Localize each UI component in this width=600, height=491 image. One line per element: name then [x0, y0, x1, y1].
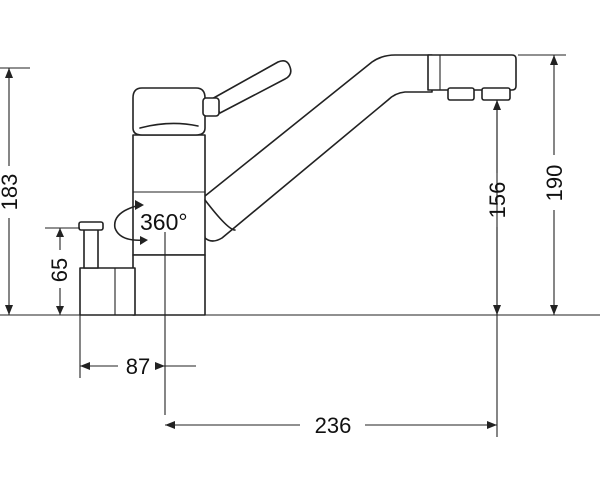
rotation-arrow-bottom	[140, 236, 148, 245]
faucet-body-column	[132, 134, 206, 256]
faucet-outline	[78, 54, 517, 316]
lever-handle	[209, 60, 292, 114]
spout-nozzle-right	[481, 87, 511, 101]
side-valve-knob	[78, 221, 104, 231]
dimension-236-label: 236	[315, 413, 352, 438]
dimension-190-label: 190	[542, 165, 567, 202]
dimension-65: 65	[45, 227, 80, 315]
dimension-190: 190	[518, 54, 567, 315]
dimension-87-label: 87	[126, 354, 150, 379]
spout-arm	[199, 54, 433, 242]
dimension-183: 183	[0, 67, 30, 315]
dimension-65-label: 65	[47, 258, 72, 282]
rotation-arrow-top	[135, 200, 144, 210]
faucet-base	[132, 254, 206, 316]
spout-head	[427, 54, 517, 91]
dimension-236: 236	[165, 100, 498, 438]
side-valve-stem	[83, 225, 99, 269]
dimension-183-label: 183	[0, 174, 22, 211]
rotation-arc	[113, 204, 146, 242]
dimension-87: 87	[79, 232, 196, 415]
dimension-156-label: 156	[485, 182, 510, 219]
dimension-156: 156	[485, 100, 510, 315]
mixer-cap	[132, 87, 206, 136]
side-valve-body	[79, 267, 136, 316]
lever-pivot	[202, 97, 220, 117]
rotation-label: 360°	[140, 209, 188, 235]
spout-nozzle-left	[447, 87, 475, 101]
